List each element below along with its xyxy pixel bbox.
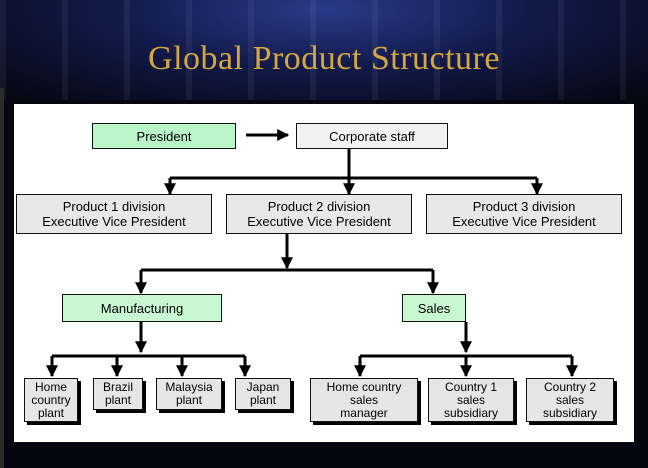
home-country-plant-box: Home country plant <box>24 378 78 422</box>
corporate-staff-label: Corporate staff <box>329 128 415 144</box>
malaysia-plant-box: Malaysia plant <box>156 378 222 410</box>
country-2-sales-subsidiary-label: Country 2 sales subsidiary <box>542 379 598 420</box>
manufacturing-box: Manufacturing <box>62 294 222 322</box>
slide-title: Global Product Structure <box>148 40 500 77</box>
home-country-sales-manager-box: Home country sales manager <box>310 378 418 422</box>
product-1-division-box: Product 1 division Executive Vice Presid… <box>16 194 212 234</box>
japan-plant-box: Japan plant <box>235 378 291 410</box>
president-label: President <box>136 128 192 144</box>
malaysia-plant-label: Malaysia plant <box>165 380 213 407</box>
corporate-staff-box: Corporate staff <box>296 123 448 149</box>
country-2-sales-subsidiary-box: Country 2 sales subsidiary <box>526 378 614 422</box>
president-box: President <box>92 123 236 149</box>
japan-plant-label: Japan plant <box>246 380 280 407</box>
home-country-plant-label: Home country plant <box>31 379 71 420</box>
product-1-division-label: Product 1 division Executive Vice Presid… <box>42 199 186 229</box>
sales-box: Sales <box>402 294 466 322</box>
country-1-sales-subsidiary-label: Country 1 sales subsidiary <box>443 379 499 420</box>
banner-background <box>0 0 648 100</box>
left-edge-line <box>0 88 4 468</box>
home-country-sales-manager-label: Home country sales manager <box>326 379 402 420</box>
product-2-division-label: Product 2 division Executive Vice Presid… <box>247 199 391 229</box>
sales-label: Sales <box>417 300 451 316</box>
product-3-division-label: Product 3 division Executive Vice Presid… <box>452 199 596 229</box>
brazil-plant-box: Brazil plant <box>93 378 143 410</box>
country-1-sales-subsidiary-box: Country 1 sales subsidiary <box>428 378 514 422</box>
product-3-division-box: Product 3 division Executive Vice Presid… <box>426 194 622 234</box>
brazil-plant-label: Brazil plant <box>102 380 133 407</box>
manufacturing-label: Manufacturing <box>100 300 184 316</box>
product-2-division-box: Product 2 division Executive Vice Presid… <box>226 194 412 234</box>
